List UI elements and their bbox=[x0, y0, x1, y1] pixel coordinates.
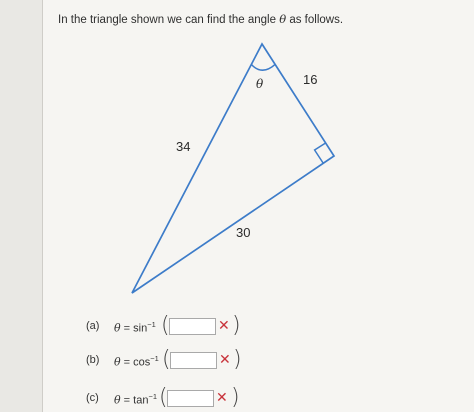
function-name: tan bbox=[133, 394, 149, 407]
prompt-text-before: In the triangle shown we can find the an… bbox=[58, 14, 280, 26]
theta-symbol: θ bbox=[114, 355, 121, 369]
angle-theta-label: θ bbox=[256, 77, 264, 91]
open-paren: ( bbox=[162, 347, 171, 372]
answer-input-c[interactable] bbox=[167, 390, 214, 407]
close-paren: ) bbox=[231, 385, 240, 410]
question-row-a: (a) θ = sin−1 ( ✕ ) bbox=[86, 313, 266, 338]
prompt-theta-symbol: θ bbox=[279, 12, 287, 26]
incorrect-x-icon: ✕ bbox=[216, 389, 228, 405]
open-paren: ( bbox=[159, 385, 168, 410]
question-row-c: (c) θ = tan−1 ( ✕ ) bbox=[86, 385, 266, 410]
equation: θ = sin−1 bbox=[114, 320, 156, 335]
part-label: (b) bbox=[86, 354, 100, 366]
equals-sign: = bbox=[120, 356, 134, 369]
side-label-16: 16 bbox=[303, 72, 317, 87]
function-name: sin bbox=[133, 322, 148, 335]
part-label: (a) bbox=[86, 320, 100, 332]
close-paren: ) bbox=[232, 313, 241, 338]
part-label: (c) bbox=[86, 392, 99, 404]
equation: θ = cos−1 bbox=[114, 354, 159, 369]
theta-symbol: θ bbox=[114, 393, 121, 407]
theta-symbol: θ bbox=[114, 321, 121, 335]
equation: θ = tan−1 bbox=[114, 392, 157, 407]
incorrect-x-icon: ✕ bbox=[218, 317, 230, 333]
inverse-exponent: −1 bbox=[147, 320, 156, 329]
triangle-outline bbox=[131, 42, 336, 294]
question-prompt: In the triangle shown we can find the an… bbox=[58, 12, 343, 26]
open-paren: ( bbox=[161, 313, 170, 338]
equals-sign: = bbox=[120, 394, 134, 407]
equals-sign: = bbox=[120, 322, 134, 335]
question-row-b: (b) θ = cos−1 ( ✕ ) bbox=[86, 347, 266, 372]
answer-input-b[interactable] bbox=[170, 352, 217, 369]
answer-input-a[interactable] bbox=[169, 318, 216, 335]
angle-arc bbox=[250, 63, 276, 71]
side-label-34: 34 bbox=[176, 139, 190, 154]
inverse-exponent: −1 bbox=[150, 354, 159, 363]
incorrect-x-icon: ✕ bbox=[219, 351, 231, 367]
prompt-text-after: as follows. bbox=[286, 14, 344, 26]
close-paren: ) bbox=[233, 347, 242, 372]
side-label-30: 30 bbox=[236, 225, 250, 240]
inverse-exponent: −1 bbox=[148, 392, 158, 401]
right-angle-marker bbox=[313, 142, 327, 165]
function-name: cos bbox=[133, 356, 151, 369]
